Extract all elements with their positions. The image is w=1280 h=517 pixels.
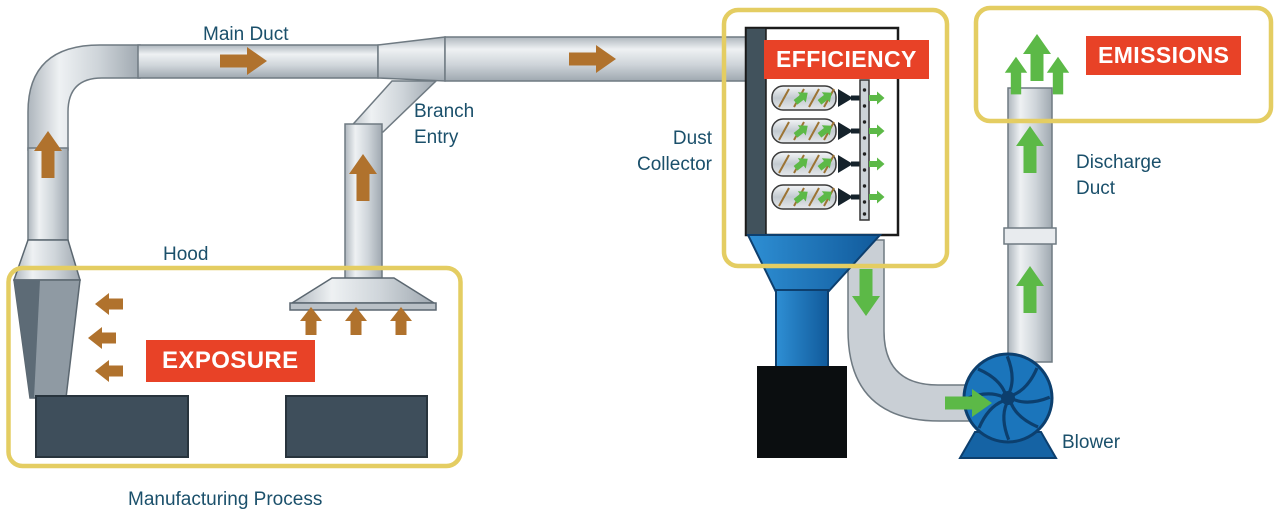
blower-label: Blower (1062, 432, 1121, 453)
dust-bin (757, 366, 847, 458)
up-arrow-icon (345, 307, 367, 335)
hood-label: Hood (163, 244, 209, 265)
efficiency-badge: EFFICIENCY (764, 40, 929, 79)
emissions-outline-box (973, 5, 1274, 124)
collector-inlet-plenum (745, 27, 767, 236)
machine-right (285, 395, 428, 458)
canopy-hood (289, 277, 437, 304)
left-arrow-icon (95, 360, 123, 382)
side-pickup-funnel (12, 239, 82, 281)
main-duct-label: Main Duct (203, 24, 289, 45)
manufacturing-process-label: Manufacturing Process (128, 489, 323, 510)
dirty-air-arrow-icons (34, 45, 616, 382)
discharge-duct-label: Discharge Duct (1076, 152, 1162, 199)
branch-vertical-duct (344, 123, 383, 281)
up-arrow-icon (390, 307, 412, 335)
blower-fan (958, 352, 1058, 459)
highlight-outlines (6, 5, 1274, 469)
side-pickup-shadow (14, 280, 40, 398)
hood-rim (289, 302, 437, 311)
left-arrow-icon (88, 327, 116, 349)
exposure-outline-box (6, 265, 463, 469)
emissions-badge: EMISSIONS (1086, 36, 1242, 75)
collector-chute (775, 289, 829, 371)
process-machines (35, 395, 428, 458)
collector-outlet-duct (847, 239, 991, 422)
branch-entry-label: Branch Entry (414, 101, 475, 148)
efficiency-outline-box (721, 7, 950, 269)
blower-impeller (965, 355, 1051, 441)
machine-left (35, 395, 189, 458)
duct-transition-cone (377, 36, 446, 82)
left-elbow-duct (27, 44, 141, 151)
discharge-duct-collar (1003, 227, 1057, 245)
dust-collector-label: Dust Collector (637, 128, 712, 175)
ductwork (27, 36, 1057, 422)
left-arrow-icon (95, 293, 123, 315)
exposure-badge: EXPOSURE (146, 340, 315, 382)
tube-sheet-plate (859, 79, 870, 221)
up-arrow-icon (1023, 34, 1051, 81)
up-arrow-icon (300, 307, 322, 335)
